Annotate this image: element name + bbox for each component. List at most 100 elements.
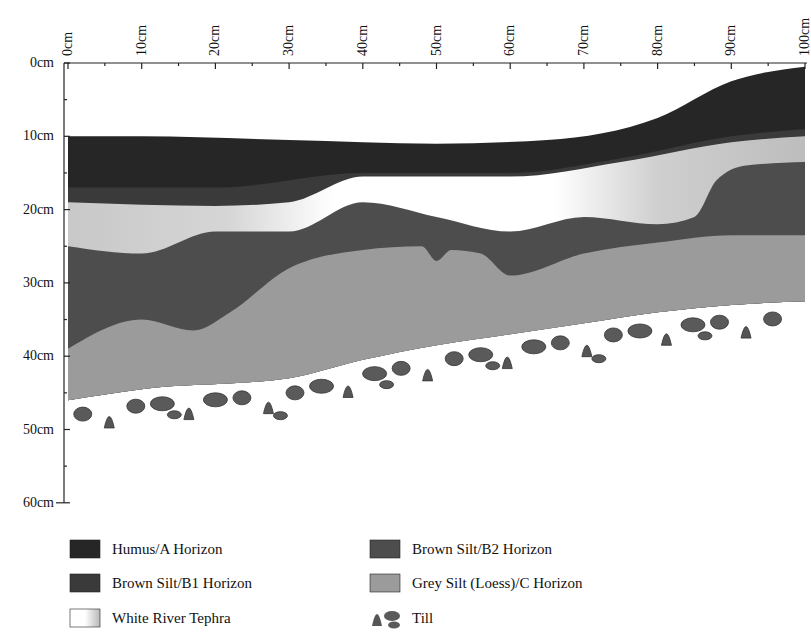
- till-stone: [150, 397, 174, 411]
- legend-text: Grey Silt (Loess)/C Horizon: [412, 574, 582, 592]
- axis-label: 50cm: [23, 422, 54, 438]
- axis-label: 80cm: [650, 25, 666, 56]
- till-stone: [104, 416, 114, 428]
- loess-layer: [68, 235, 805, 400]
- axis-tick: [620, 63, 621, 66]
- axis-tick: [178, 63, 179, 66]
- legend-text: Till: [412, 609, 433, 627]
- till-stone: [661, 334, 671, 346]
- legend-swatch: [70, 540, 100, 558]
- till-stone: [363, 367, 387, 381]
- legend-swatch: [370, 540, 400, 558]
- axis-tick: [325, 63, 326, 66]
- till-stone: [167, 411, 181, 419]
- till-stone: [423, 369, 433, 381]
- till-stone: [711, 315, 729, 329]
- axis-tick: [657, 63, 658, 69]
- till-stone: [310, 379, 334, 393]
- axis-label: 40cm: [23, 348, 54, 364]
- legend-swatch: [372, 611, 400, 629]
- axis-label: 60cm: [23, 495, 54, 511]
- till-stone: [628, 324, 652, 338]
- legend-swatch: [370, 574, 400, 592]
- axis-tick: [252, 63, 253, 66]
- axis-label: 40cm: [355, 25, 371, 56]
- axis-tick: [64, 282, 70, 283]
- axis-label: 70cm: [576, 25, 592, 56]
- b1-layer: [68, 129, 805, 400]
- till-stone: [764, 312, 782, 326]
- top-axis: [64, 62, 807, 63]
- till-stone: [698, 332, 712, 340]
- axis-tick: [804, 63, 805, 69]
- axis-tick: [64, 62, 70, 63]
- till-stone: [263, 402, 273, 414]
- till-stone: [74, 407, 92, 421]
- axis-tick: [546, 63, 547, 66]
- axis-label: 30cm: [23, 275, 54, 291]
- axis-label: 10cm: [23, 128, 54, 144]
- axis-label: 0cm: [60, 32, 76, 56]
- axis-tick: [64, 99, 67, 100]
- axis-tick: [64, 356, 70, 357]
- legend-swatch: [70, 540, 100, 558]
- legend-swatch: [70, 574, 100, 592]
- axis-tick: [473, 63, 474, 66]
- axis-tick: [289, 63, 290, 69]
- till-stone: [681, 318, 705, 332]
- till-stone: [486, 362, 500, 370]
- till-stone: [286, 386, 304, 400]
- till-stone: [551, 336, 569, 350]
- till-swatch: [384, 611, 400, 621]
- axis-tick: [64, 502, 70, 503]
- till-stone: [392, 361, 410, 375]
- axis-tick: [64, 319, 67, 320]
- legend-text: White River Tephra: [112, 609, 231, 627]
- axis-label: 100cm: [797, 18, 811, 56]
- axis-tick: [64, 429, 70, 430]
- humus-layer: [68, 67, 805, 401]
- axis-tick: [583, 63, 584, 69]
- axis-label: 0cm: [30, 55, 54, 71]
- legend-swatch: [70, 574, 100, 592]
- axis-tick: [362, 63, 363, 69]
- till-stone: [582, 345, 592, 357]
- axis-label: 50cm: [429, 25, 445, 56]
- axis-tick: [56, 502, 64, 503]
- axis-tick: [731, 63, 732, 69]
- axis-tick: [64, 466, 67, 467]
- till-swatch: [388, 622, 400, 629]
- till-stone: [273, 412, 287, 420]
- legend-text: Brown Silt/B1 Horizon: [112, 574, 252, 592]
- axis-label: 10cm: [134, 25, 150, 56]
- tephra-layer: [68, 136, 805, 400]
- till-stone: [469, 348, 493, 362]
- axis-tick: [215, 63, 216, 69]
- legend-swatch: [370, 540, 400, 558]
- till-stone: [203, 393, 227, 407]
- till-stone: [741, 327, 751, 339]
- till-stone: [502, 357, 512, 369]
- till-stone: [127, 399, 145, 413]
- till-stone: [343, 386, 353, 398]
- legend-swatch: [370, 574, 400, 592]
- till-swatch: [372, 614, 382, 626]
- b2-layer: [68, 162, 805, 400]
- axis-label: 20cm: [207, 25, 223, 56]
- axis-tick: [64, 209, 70, 210]
- axis-tick: [67, 63, 68, 69]
- till-stone: [604, 328, 622, 342]
- tephra-swatch: [70, 609, 100, 627]
- axis-label: 60cm: [502, 25, 518, 56]
- axis-label: 30cm: [281, 25, 297, 56]
- legend-text: Humus/A Horizon: [112, 540, 222, 558]
- till-stone: [592, 355, 606, 363]
- axis-tick: [64, 246, 67, 247]
- till-stone: [233, 391, 251, 405]
- legend-text: Brown Silt/B2 Horizon: [412, 540, 552, 558]
- till-stone: [445, 352, 463, 366]
- axis-tick: [768, 63, 769, 66]
- axis-tick: [436, 63, 437, 69]
- axis-tick: [141, 63, 142, 69]
- axis-tick: [510, 63, 511, 69]
